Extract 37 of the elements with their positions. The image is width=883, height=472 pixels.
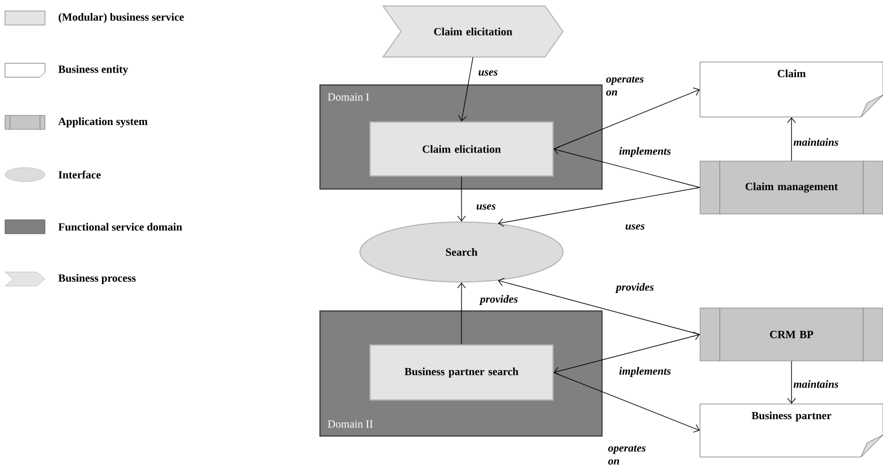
arrow xyxy=(457,176,466,222)
edge-label: operates on xyxy=(606,76,644,96)
arrow xyxy=(498,278,700,335)
legend-label: Business process xyxy=(58,274,136,284)
legend-label: Functional service domain xyxy=(58,222,182,231)
domain-label: Domain II xyxy=(328,420,373,428)
arrow xyxy=(458,56,474,122)
edge-label: maintains xyxy=(794,380,838,388)
arrow xyxy=(554,146,700,188)
arrow xyxy=(787,360,796,404)
legend-label: Application system xyxy=(58,117,148,128)
legend-label: (Modular) business service xyxy=(58,13,184,23)
service-box: Business partner search xyxy=(369,344,554,401)
legend-label: Interface xyxy=(58,170,101,179)
edge-label: uses xyxy=(478,70,498,76)
arrow xyxy=(553,372,700,433)
arrow xyxy=(553,88,700,150)
edge-label: implements xyxy=(619,147,671,157)
domain-label: Domain I xyxy=(328,93,369,101)
edge-label: operates on xyxy=(608,445,646,465)
edge-label: provides xyxy=(615,283,654,293)
application-box: Claim management xyxy=(700,160,883,214)
edge-label: provides xyxy=(479,295,518,305)
legend-label: Business entity xyxy=(58,65,128,76)
edge-label: implements xyxy=(619,367,671,377)
arrow xyxy=(457,282,466,345)
application-box: CRM BP xyxy=(700,308,883,362)
arrow xyxy=(498,187,700,227)
edge-label: uses xyxy=(626,224,644,230)
process-chevron: Claim elicitation xyxy=(382,6,564,58)
service-box: Claim elicitation xyxy=(369,121,554,177)
arrow xyxy=(787,117,796,162)
edge-label: uses xyxy=(476,204,496,210)
arrow xyxy=(554,332,700,376)
entity-document: Business partner xyxy=(700,404,883,458)
edge-label: maintains xyxy=(794,138,838,146)
entity-document: Claim xyxy=(700,62,883,118)
